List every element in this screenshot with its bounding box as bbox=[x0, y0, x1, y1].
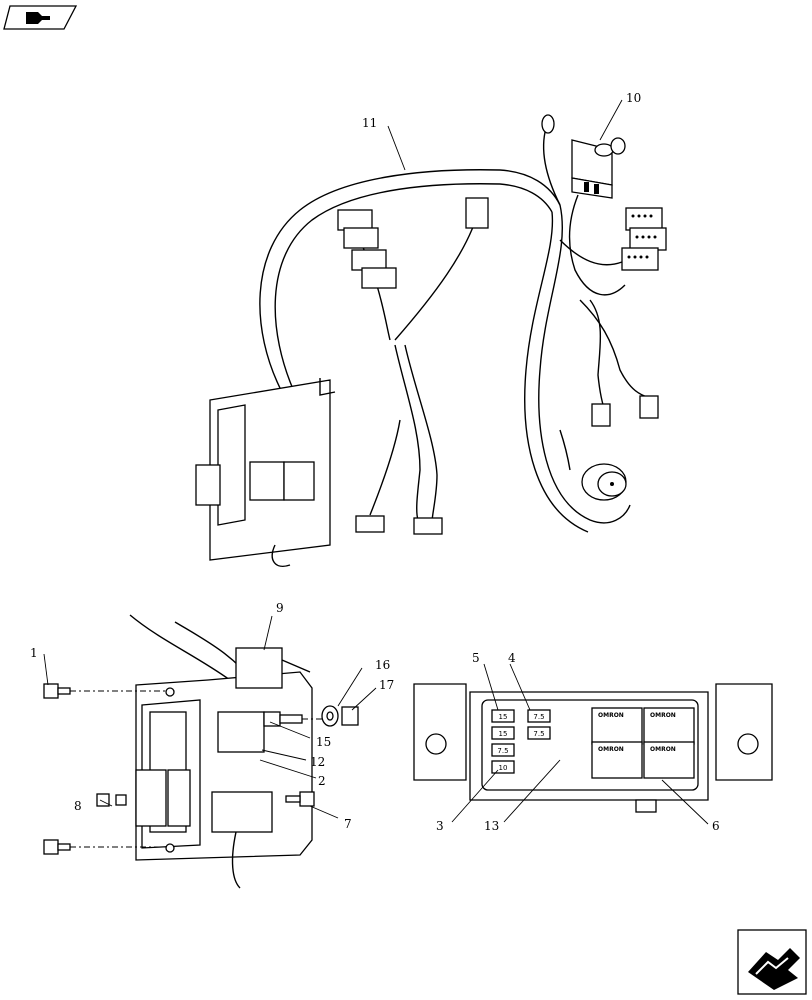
multi-pin-connector bbox=[621, 207, 667, 271]
forward-arrow-icon[interactable] bbox=[737, 929, 807, 995]
callout-2: 2 bbox=[318, 774, 326, 788]
book-icon[interactable] bbox=[3, 5, 78, 30]
relay-label: OMRON bbox=[598, 746, 624, 753]
relay-label: OMRON bbox=[650, 746, 676, 753]
bolt-7 bbox=[285, 791, 315, 807]
washer-16 bbox=[321, 705, 339, 727]
callout-13: 13 bbox=[484, 819, 499, 833]
callout-10: 10 bbox=[626, 91, 641, 105]
fuse-relay-box: 15 7.5 15 7.5 7.5 10 OMRON OMRON OMRON O… bbox=[413, 683, 773, 813]
callout-7: 7 bbox=[344, 817, 352, 831]
callout-15: 15 bbox=[316, 735, 331, 749]
middle-connectors bbox=[337, 197, 489, 289]
fuse-array: 15 7.5 15 7.5 7.5 10 bbox=[491, 709, 551, 774]
fuse-label: 7.5 bbox=[497, 747, 508, 755]
callout-8: 8 bbox=[74, 799, 82, 813]
callout-9: 9 bbox=[276, 601, 284, 615]
callout-17: 17 bbox=[379, 678, 394, 692]
round-connector bbox=[581, 463, 627, 501]
fuse-label: 15 bbox=[499, 713, 508, 721]
relay-mounting-plate bbox=[43, 614, 359, 889]
callout-labels: 11 10 1 8 9 16 17 15 12 2 7 5 4 3 13 6 bbox=[30, 91, 720, 833]
relay-label: OMRON bbox=[650, 712, 676, 719]
bolt-15 bbox=[263, 711, 303, 727]
callout-4: 4 bbox=[508, 651, 516, 665]
nut-17 bbox=[341, 706, 359, 726]
leader-lines bbox=[43, 99, 709, 825]
toggle-switch bbox=[571, 137, 626, 199]
callout-16: 16 bbox=[375, 658, 390, 672]
fuse-label: 7.5 bbox=[533, 713, 544, 721]
bolt-1 bbox=[43, 683, 71, 699]
callout-3: 3 bbox=[436, 819, 444, 833]
wiring-harness-assembly bbox=[195, 114, 667, 567]
callout-11: 11 bbox=[362, 116, 377, 130]
ecu-housing bbox=[195, 378, 336, 567]
callout-12: 12 bbox=[310, 755, 325, 769]
relay-array: OMRON OMRON OMRON OMRON bbox=[591, 707, 695, 779]
nut-8 bbox=[96, 793, 127, 807]
fuse-label: 7.5 bbox=[533, 730, 544, 738]
callout-1: 1 bbox=[30, 646, 38, 660]
callout-5: 5 bbox=[472, 651, 480, 665]
callout-6: 6 bbox=[712, 819, 720, 833]
fuse-label: 10 bbox=[499, 764, 508, 772]
relay-label: OMRON bbox=[598, 712, 624, 719]
bolt-lower bbox=[43, 839, 71, 855]
fuse-label: 15 bbox=[499, 730, 508, 738]
